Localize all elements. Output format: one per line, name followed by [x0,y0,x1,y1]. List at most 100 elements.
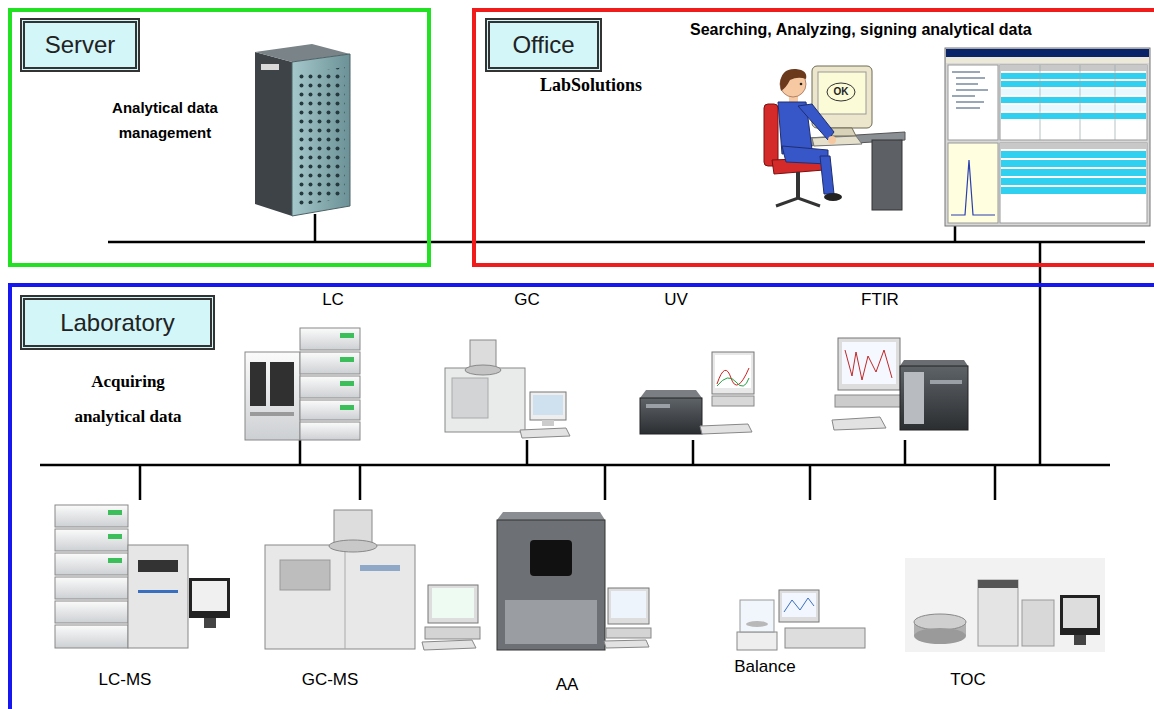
gcms-instrument [265,510,480,650]
software-screenshot [952,72,988,108]
lc-instrument [300,352,360,374]
gc-instrument [465,365,501,375]
lc-instrument [340,405,354,410]
uv-instrument [717,368,749,385]
ftir-instrument [838,338,900,390]
lcms-instrument [189,578,230,618]
office-worker [818,72,866,114]
software-screenshot [1001,105,1146,111]
software-screenshot [948,143,998,223]
aa-instrument [497,512,651,650]
ftir-instrument [832,417,886,430]
server-tower [255,44,350,216]
ftir-instrument [900,366,968,430]
office-worker [764,104,778,166]
lc-instrument [270,362,294,406]
instrument-label: GC-MS [302,670,359,690]
lcms-instrument [55,505,230,648]
network-wire [40,214,1145,500]
aa-instrument [604,640,649,648]
software-screenshot [1001,151,1146,158]
uv-instrument [717,378,749,386]
instrument: Balance [730,497,875,702]
lc-instrument [340,381,354,386]
ftir-instrument [835,395,905,407]
lc-instrument [300,400,360,420]
balance-instrument [785,628,865,648]
section-title: Office [512,31,574,59]
gcms-instrument [265,545,415,649]
uv-instrument [640,398,702,434]
lcms-instrument [192,581,227,611]
software-screenshot [948,65,998,140]
screen-text: OK [834,86,849,98]
software-screenshot [1001,97,1146,103]
section-tab: Office [485,18,602,72]
aa-instrument [497,520,605,650]
software-screenshot [1001,178,1146,185]
instrument-label: Balance [734,657,795,677]
instrument: FTIR [825,286,975,442]
gc-instrument [542,420,554,426]
gcms-instrument [428,585,478,623]
lc-instrument [340,333,354,338]
gcms-instrument [432,588,474,618]
gcms-instrument [280,560,330,590]
software-screenshot [1000,143,1147,223]
software-screenshot [1000,65,1147,140]
instrument: TOC [900,497,1110,702]
software-screenshot [1040,65,1115,140]
software-screenshot [946,49,1149,57]
software-screenshot [1000,143,1147,149]
toc-instrument [978,580,1018,588]
instrument: GC-MS [262,497,484,702]
aa-instrument [606,628,651,638]
office-worker [776,198,820,206]
office-worker [764,66,905,210]
lcms-instrument [108,558,122,563]
aa-instrument [497,512,605,520]
office-region: OfficeSearching, Analyzing, signing anal… [472,8,1154,267]
gc-instrument [445,368,525,432]
gcms-instrument [329,540,377,552]
toc-instrument [905,558,1105,652]
balance-instrument [782,593,816,617]
uv-instrument [715,355,751,388]
lcms-instrument [55,577,128,599]
ftir-instrument [904,372,924,424]
gcms-instrument [422,640,476,650]
instrument-label: UV [664,290,688,310]
server-tower [261,64,279,70]
lc-instrument [300,422,360,440]
gcms-instrument [425,627,480,639]
aa-instrument [530,540,572,576]
toc-instrument [1060,595,1100,635]
lc-instrument [245,328,360,440]
aa-instrument [611,591,646,618]
ftir-instrument [832,338,968,430]
lcms-instrument [128,545,188,648]
uv-instrument [712,396,754,406]
ftir-instrument [930,380,962,384]
software-screenshot [1001,113,1146,119]
lc-instrument [300,328,360,350]
uv-instrument [646,404,670,408]
toc-instrument [1063,598,1097,628]
gc-instrument [452,378,488,418]
office-worker [824,193,842,201]
instrument-label: FTIR [861,290,899,310]
software-screenshot [945,48,1150,226]
balance-instrument [737,590,865,650]
software-screenshot [1000,65,1147,71]
software-screenshot [1001,187,1146,194]
lcms-instrument [108,534,122,539]
office-worker [820,156,834,194]
office-worker [828,136,836,144]
office-worker [800,83,803,86]
ftir-instrument [842,342,896,384]
software-screenshot [946,57,1149,63]
software-screenshot [1001,160,1146,167]
section-title: Laboratory [60,309,175,337]
uv-instrument [640,390,702,398]
